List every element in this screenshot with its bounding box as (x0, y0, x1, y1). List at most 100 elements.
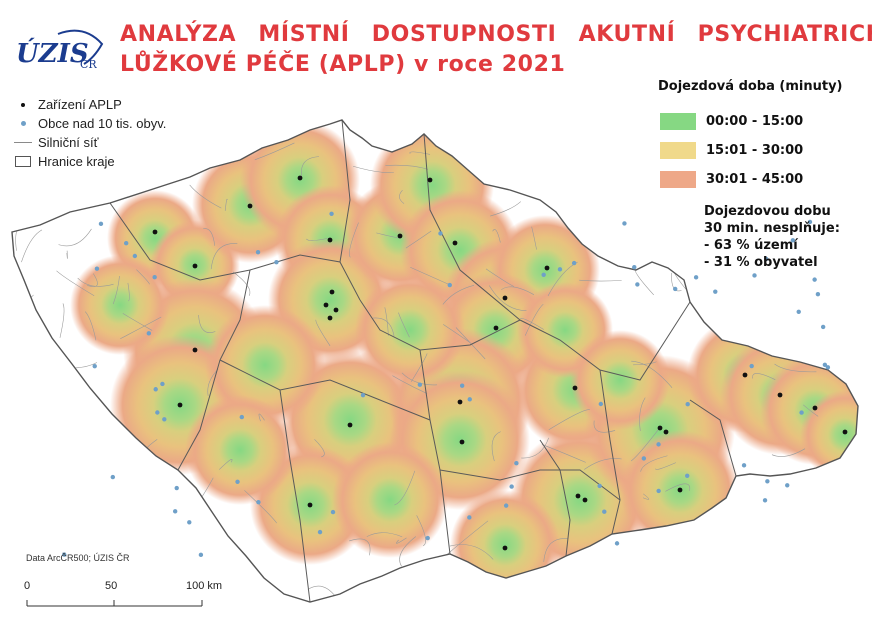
region-border-line (423, 133, 521, 321)
road-line (442, 284, 475, 305)
legend-class-3: 30:01 - 45:00 (660, 171, 803, 188)
road-line (392, 375, 428, 394)
note-line: - 31 % obyvatel (704, 255, 818, 270)
town-dot (459, 383, 465, 388)
road-line (58, 228, 92, 247)
road-line (491, 431, 501, 462)
road-line (630, 428, 660, 462)
town-dot (110, 474, 116, 480)
road-line (84, 536, 94, 545)
road-line (122, 313, 153, 331)
aplp-facility-dot (427, 177, 433, 183)
aplp-facility-dot (177, 402, 183, 408)
aplp-facility-dot (777, 392, 783, 398)
aplp-facility-dot (452, 240, 458, 246)
town-dot (764, 256, 769, 262)
road-line (84, 311, 97, 341)
road-line (112, 275, 120, 305)
road-line (66, 250, 68, 259)
uzis-logo: ÚZIS ČR (14, 28, 106, 76)
town-dot (94, 266, 100, 271)
town-dot (514, 461, 519, 466)
town-dot (256, 499, 261, 505)
aplp-facility-dot (493, 325, 499, 331)
towns-layer (62, 211, 831, 558)
road-line (553, 566, 582, 585)
road-line (771, 448, 806, 457)
road-line (254, 142, 295, 161)
road-line (160, 504, 168, 511)
town-dot (713, 289, 718, 294)
town-dot (741, 463, 747, 468)
road-line (353, 165, 394, 173)
region-border-line (689, 399, 737, 477)
region-border-line (439, 469, 621, 501)
road-line (394, 470, 416, 506)
town-dot (557, 267, 563, 272)
town-dot (656, 442, 661, 447)
road-line (637, 228, 652, 243)
town-dot (820, 324, 826, 330)
town-dot (693, 275, 699, 280)
town-dot (160, 381, 165, 387)
town-dot (239, 414, 245, 420)
region-border-line (279, 389, 311, 603)
road-line (492, 229, 501, 243)
town-dot (152, 275, 157, 280)
legend-symbols: Zařízení APLP Obce nad 10 tis. obyv. Sil… (14, 95, 166, 171)
aplp-facility-dot (457, 399, 463, 405)
logo-text: ÚZIS (16, 37, 89, 69)
coverage-note: Dojezdovou dobu 30 min. nesplňuje: - 63 … (704, 203, 840, 271)
road-line (579, 279, 622, 282)
town-dot (274, 259, 279, 265)
town-dot (123, 241, 129, 246)
town-dot (92, 363, 97, 369)
road-line (81, 406, 99, 410)
legend-item-borders: Hranice kraje (14, 152, 166, 171)
town-dot (467, 515, 472, 520)
town-dot (503, 503, 509, 508)
road-line (366, 532, 403, 538)
town-dot (815, 292, 821, 297)
town-dot (317, 529, 323, 535)
road-line (398, 312, 410, 338)
road-line (520, 318, 544, 330)
road-line (315, 319, 331, 347)
road-line (244, 490, 277, 524)
road-line (501, 286, 535, 295)
road-line (385, 164, 429, 170)
road-line (349, 538, 371, 556)
road-line (593, 191, 626, 194)
road-line (485, 268, 515, 287)
road-line (307, 585, 337, 598)
aplp-facility-dot (327, 315, 333, 321)
road-line (655, 462, 676, 470)
road-line (489, 285, 527, 311)
legend-label: Obce nad 10 tis. obyv. (38, 116, 167, 131)
road-line (120, 316, 162, 340)
road-line (649, 192, 685, 218)
note-line: Dojezdovou dobu (704, 204, 831, 219)
town-dot (467, 397, 472, 402)
road-line (59, 303, 65, 338)
data-source: Data ArcČR500; ÚZIS ČR (26, 553, 130, 563)
town-dot (790, 238, 796, 243)
note-line: - 63 % území (704, 238, 798, 253)
legend-swatch (660, 142, 696, 159)
road-line (826, 138, 857, 170)
town-dot (635, 282, 640, 287)
town-dot (602, 509, 607, 514)
coverage-zone (185, 395, 295, 505)
town-dot (447, 282, 452, 288)
town-dot (153, 387, 158, 392)
road-line (81, 473, 102, 505)
coverage-zone (355, 275, 465, 385)
road-line (210, 243, 238, 270)
road-line (445, 520, 489, 556)
road-line (349, 222, 359, 258)
road-line (409, 151, 431, 155)
town-dot (172, 509, 178, 514)
road-line (21, 229, 43, 263)
road-line (77, 277, 114, 287)
town-dot (812, 277, 817, 282)
